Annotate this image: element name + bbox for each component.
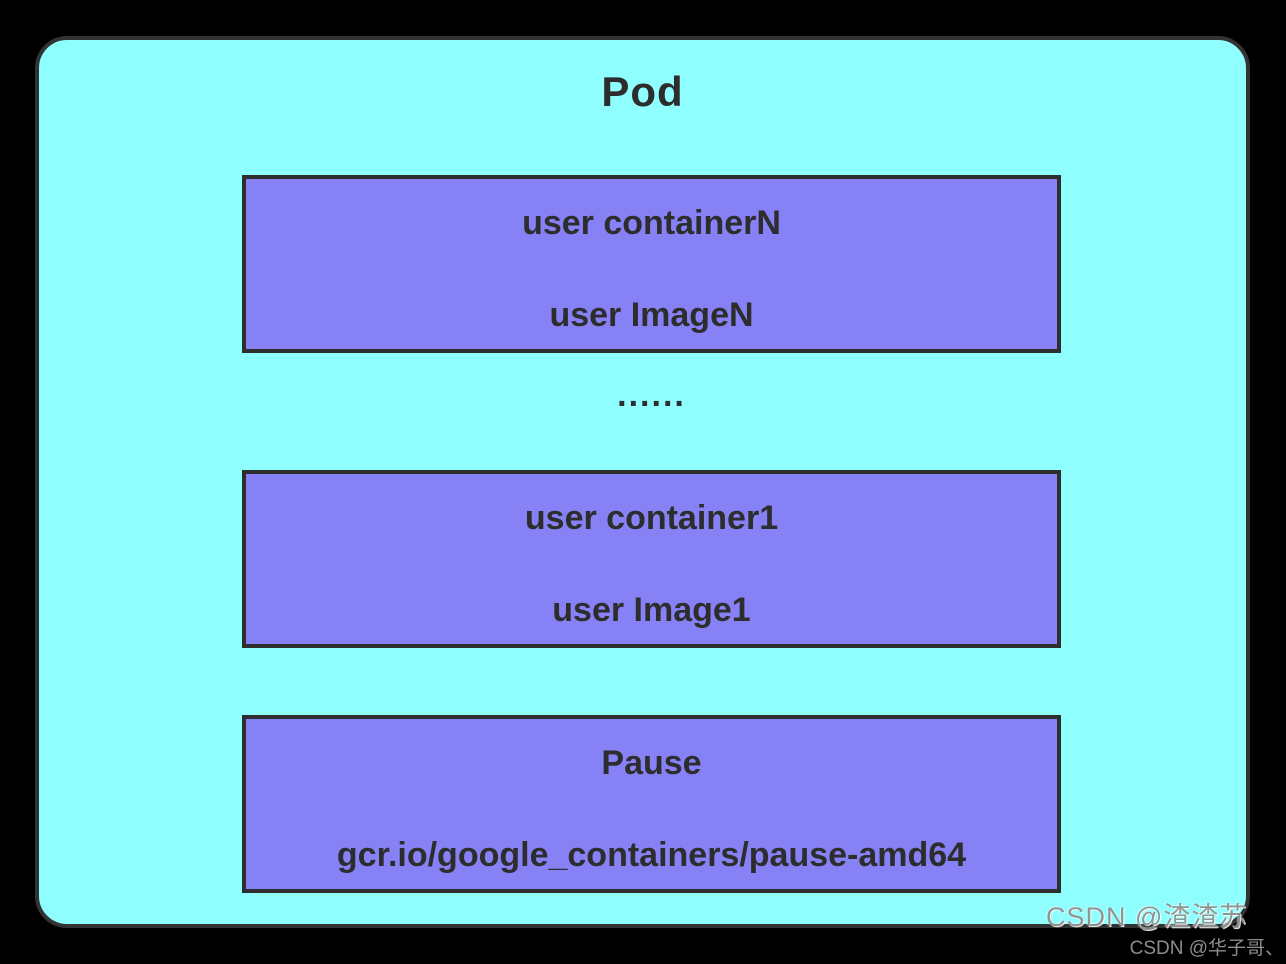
container-box-user-1: user container1 user Image1 bbox=[242, 470, 1061, 648]
container-name: Pause bbox=[601, 744, 702, 782]
watermark-csdn-secondary: CSDN @华子哥、 bbox=[1129, 938, 1284, 959]
ellipsis-between-containers: ...... bbox=[617, 376, 686, 414]
container-image: gcr.io/google_containers/pause-amd64 bbox=[336, 836, 967, 874]
pod-box: Pod user containerN user ImageN ...... u… bbox=[35, 36, 1250, 928]
pod-title: Pod bbox=[601, 68, 684, 115]
container-image: user ImageN bbox=[549, 296, 754, 334]
container-box-pause: Pause gcr.io/google_containers/pause-amd… bbox=[242, 715, 1061, 893]
watermark-csdn-primary: CSDN @渣渣苏 bbox=[1046, 902, 1248, 932]
container-name: user container1 bbox=[524, 499, 779, 537]
container-box-user-n: user containerN user ImageN bbox=[242, 175, 1061, 353]
container-name: user containerN bbox=[522, 204, 781, 242]
container-image: user Image1 bbox=[552, 591, 751, 629]
